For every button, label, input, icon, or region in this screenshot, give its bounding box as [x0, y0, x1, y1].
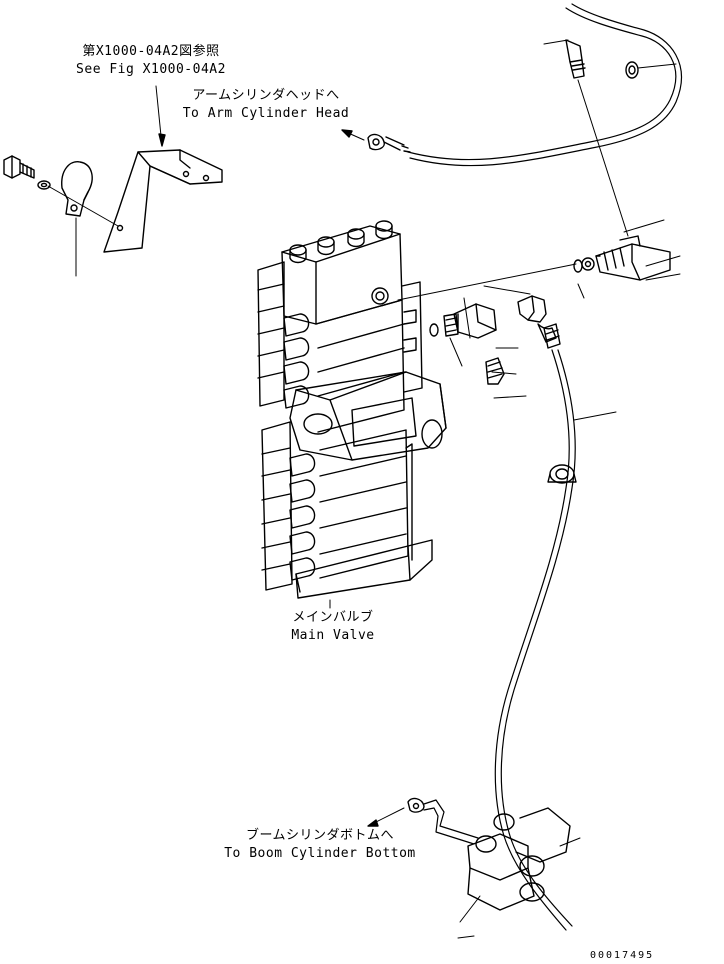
fittings [429, 285, 557, 399]
bracket-assembly [3, 85, 223, 277]
washer [37, 180, 51, 190]
reference-label-ja: 第X1000-04A2図参照 [82, 44, 220, 59]
boom-hose [407, 323, 617, 939]
boom-cylinder-bottom-label-en: To Boom Cylinder Bottom [224, 846, 416, 861]
bracket [103, 149, 223, 253]
clamp [61, 161, 93, 217]
arm-cylinder-head-label-ja: アームシリンダヘッドへ [192, 88, 340, 103]
arm-hose [367, 3, 682, 237]
tee-fitting [397, 219, 681, 301]
reference-label-en: See Fig X1000-04A2 [76, 62, 226, 77]
main-valve-body [257, 220, 447, 599]
main-valve-label-ja: メインバルブ [292, 610, 374, 625]
drawing-code: 00017495 [590, 950, 655, 961]
arm-cylinder-head-label-en: To Arm Cylinder Head [182, 106, 350, 121]
boom-cylinder-bottom-label-ja: ブームシリンダボトムへ [245, 828, 395, 843]
main-valve-label-en: Main Valve [291, 628, 375, 643]
bolt [3, 155, 35, 179]
